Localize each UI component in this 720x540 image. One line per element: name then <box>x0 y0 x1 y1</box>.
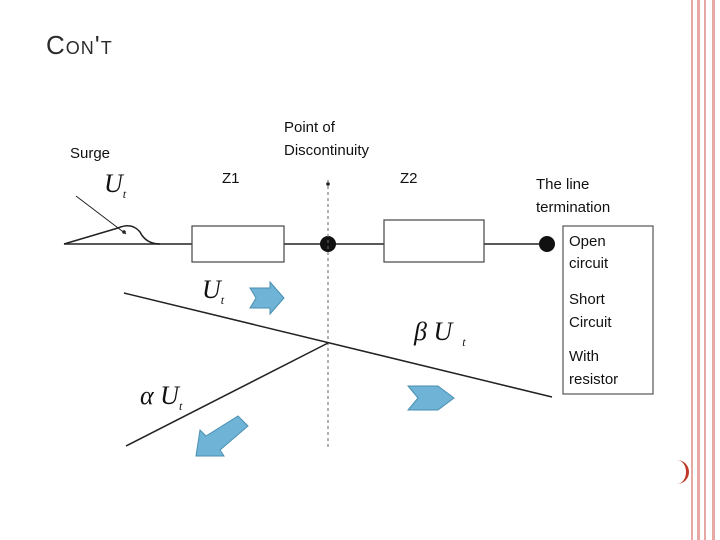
termination-label-line1: The line <box>536 176 589 193</box>
impedance-z1-box <box>191 225 285 263</box>
reflected-wave-label: α Ut <box>140 381 183 413</box>
discontinuity-label-line1: Point of <box>284 119 336 136</box>
transmitted-arrow <box>406 385 455 411</box>
impedance-z2-box <box>383 219 485 263</box>
incident-wave-sub: t <box>221 293 225 307</box>
option-short-line2: Circuit <box>569 314 612 331</box>
transmitted-wave-sub: t <box>462 335 466 349</box>
decorative-curl <box>676 460 689 484</box>
z2-label: Z2 <box>400 170 418 187</box>
reflected-wave-main: α U <box>140 381 181 410</box>
surge-pointer-line <box>75 195 127 235</box>
surge-marker-dot <box>122 230 126 234</box>
discontinuity-node <box>320 236 336 252</box>
discontinuity-label-line2: Discontinuity <box>284 142 370 159</box>
z1-label: Z1 <box>222 170 240 187</box>
incident-wave-main: U <box>202 275 223 304</box>
surge-voltage-main: U <box>104 169 125 198</box>
reflected-arrow <box>195 415 249 457</box>
termination-label-line2: termination <box>536 199 610 216</box>
transmitted-wave-main: β U <box>413 317 454 346</box>
decorative-border-stripe <box>712 0 715 540</box>
option-open-line1: Open <box>569 233 606 250</box>
incident-transmitted-path <box>123 292 553 398</box>
decorative-border-stripe <box>691 0 693 540</box>
surge-voltage-label: Ut <box>104 169 127 201</box>
decorative-border-stripe <box>697 0 700 540</box>
reflected-path <box>125 342 329 447</box>
option-resistor-line2: resistor <box>569 371 618 388</box>
option-resistor-line1: With <box>569 348 599 365</box>
reflected-wave-sub: t <box>179 399 183 413</box>
option-short-line1: Short <box>569 291 606 308</box>
option-open-line2: circuit <box>569 255 609 272</box>
surge-voltage-sub: t <box>123 187 127 201</box>
discontinuity-top-dot <box>326 182 330 186</box>
incident-wave-label: Ut <box>202 275 225 307</box>
termination-options-box <box>562 225 654 395</box>
surge-wave-shape <box>63 225 161 245</box>
surge-label: Surge <box>70 145 110 162</box>
incident-arrow <box>249 280 285 316</box>
termination-node <box>539 236 555 252</box>
slide-title: Con't <box>46 30 113 60</box>
decorative-border-stripe <box>704 0 706 540</box>
